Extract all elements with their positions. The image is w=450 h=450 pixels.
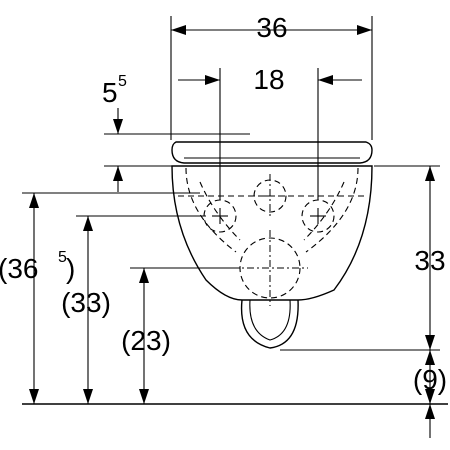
total-height-sup: 5 xyxy=(58,249,67,266)
width-dimension: 36 xyxy=(170,12,373,140)
fixing-height-dimension: (33) xyxy=(61,216,111,404)
right-fixing-circle xyxy=(301,199,335,233)
spacing-label: 18 xyxy=(253,64,284,95)
width-label: 36 xyxy=(256,12,287,43)
fixing-height-label: (33) xyxy=(61,287,111,318)
connection-spacing-dimension: 18 xyxy=(178,64,362,200)
total-height-label: (36 xyxy=(0,253,38,284)
reference-lines xyxy=(22,165,448,405)
bowl-height-label: 33 xyxy=(414,245,445,276)
total-height-close: ) xyxy=(66,253,75,284)
seat-height-dimension: 5 5 xyxy=(102,73,250,192)
bowl-height-dimension: 33 xyxy=(414,166,446,350)
toilet-body xyxy=(171,141,373,349)
drain-height-dimension: (23) xyxy=(121,268,171,404)
floor-offset-dimension: (9) xyxy=(413,350,447,438)
seat-height-label: 5 xyxy=(102,77,118,108)
floor-offset-label: (9) xyxy=(413,364,447,395)
connection-points xyxy=(203,174,335,306)
drain-height-label: (23) xyxy=(121,325,171,356)
seat-height-sup: 5 xyxy=(118,73,127,90)
total-height-dimension: (36 5 ) xyxy=(0,193,75,404)
left-fixing-circle xyxy=(203,199,237,233)
